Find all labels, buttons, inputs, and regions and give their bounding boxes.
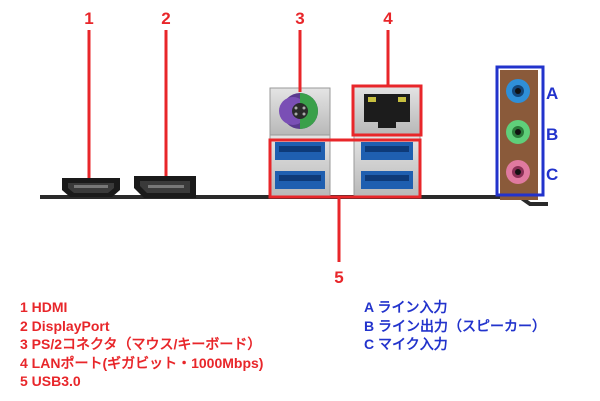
- legend-item-ps2: 3 PS/2コネクタ（マウス/キーボード）: [20, 336, 262, 352]
- usb-highlight-box: [268, 138, 422, 199]
- hdmi-port: [62, 178, 120, 197]
- legend-item-line-in: A ライン入力: [364, 299, 448, 315]
- callout-2: 2: [161, 9, 170, 28]
- callout-c: C: [546, 165, 558, 184]
- lan-port: [353, 85, 421, 135]
- displayport-port: [134, 176, 196, 198]
- legend-item-lan: 4 LANポート(ギガビット・1000Mbps): [20, 354, 264, 371]
- audio-jacks: [500, 70, 538, 200]
- legend-item-usb: 5 USB3.0: [20, 373, 81, 389]
- callout-3: 3: [295, 9, 304, 28]
- audio-highlight-box: [495, 65, 545, 197]
- usb-stack-right: [353, 134, 421, 198]
- legend-item-hdmi: 1 HDMI: [20, 299, 68, 315]
- callout-b: B: [546, 125, 558, 144]
- legend-item-line-out: B ライン出力（スピーカー）: [364, 317, 546, 334]
- usb-stack-left: [269, 134, 331, 198]
- legend-item-displayport: 2 DisplayPort: [20, 317, 110, 334]
- red-callouts: [87, 30, 423, 262]
- legend-audio: A ライン入力 B ライン出力（スピーカー） C マイク入力: [364, 298, 546, 354]
- callout-a: A: [546, 84, 558, 103]
- ps2-connector: [269, 87, 331, 136]
- lan-highlight-box: [351, 84, 423, 137]
- legend-item-mic-in: C マイク入力: [364, 336, 448, 352]
- callout-5: 5: [334, 268, 343, 287]
- callout-4: 4: [383, 9, 393, 28]
- callout-1: 1: [84, 9, 93, 28]
- legend-ports: 1 HDMI 2 DisplayPort 3 PS/2コネクタ（マウス/キーボー…: [20, 298, 263, 391]
